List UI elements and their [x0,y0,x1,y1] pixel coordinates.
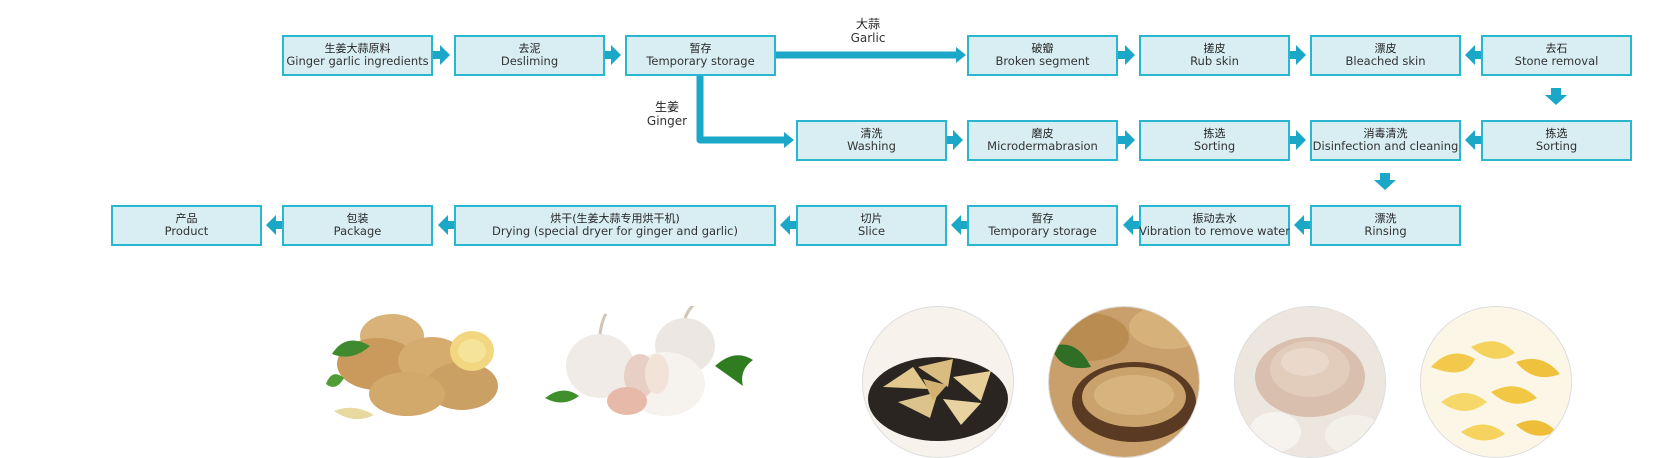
step-package: 包装 Package [282,205,433,246]
branch-label-garlic: 大蒜 Garlic [838,17,898,46]
step-slice: 切片 Slice [796,205,947,246]
step-vibration-en: Vibration to remove water [1139,224,1290,239]
dried-ginger-slices-photo [862,306,1014,458]
step-broken-segment-en: Broken segment [995,54,1090,69]
branch-ginger-en: Ginger [646,114,688,129]
step-bleached-skin: 漂皮 Bleached skin [1310,35,1461,76]
step-desliming: 去泥 Desliming [454,35,605,76]
step-storage-2-zh: 暂存 [1031,211,1054,225]
step-sorting-1-zh: 拣选 [1203,126,1226,140]
step-washing-en: Washing [847,139,896,154]
step-broken-segment-zh: 破瓣 [1031,41,1054,55]
ginger-powder-image [1049,307,1199,457]
arrow-package-product [266,215,283,235]
step-washing-zh: 清洗 [860,126,883,140]
step-sorting-1-en: Sorting [1193,139,1236,154]
dried-ginger-slices-image [863,307,1013,457]
step-bleached-skin-en: Bleached skin [1345,54,1426,69]
step-product-zh: 产品 [175,211,198,225]
ginger-branch-line [696,76,784,144]
step-stone-removal: 去石 Stone removal [1481,35,1632,76]
ginger-branch-arrowhead [784,132,794,148]
step-rub-skin-en: Rub skin [1190,54,1239,69]
step-storage-1: 暂存 Temporary storage [625,35,776,76]
step-disinfection: 消毒清洗 Disinfection and cleaning [1310,120,1461,161]
step-rinsing-zh: 漂洗 [1374,211,1397,225]
step-package-en: Package [333,224,382,239]
arrow-sorting-disinfection [1289,130,1306,150]
branch-garlic-en: Garlic [850,31,886,46]
step-storage-2-en: Temporary storage [988,224,1097,239]
ginger-root-photo [326,314,498,420]
step-sorting-2-en: Sorting [1535,139,1578,154]
arrow-rinsing-vibration [1294,215,1311,235]
step-rub-skin: 搓皮 Rub skin [1139,35,1290,76]
step-slice-zh: 切片 [860,211,883,225]
arrow-bleached-stoneremoval [1465,45,1482,65]
step-storage-1-zh: 暂存 [689,41,712,55]
step-disinfection-zh: 消毒清洗 [1363,126,1408,140]
garlic-powder-image [1235,307,1385,457]
step-storage-1-en: Temporary storage [646,54,755,69]
step-drying: 烘干(生姜大蒜专用烘干机) Drying (special dryer for … [454,205,776,246]
arrow-washing-microdermabrasion [946,130,963,150]
step-desliming-zh: 去泥 [518,41,541,55]
step-vibration-zh: 振动去水 [1192,211,1237,225]
step-storage-2: 暂存 Temporary storage [967,205,1118,246]
arrow-sorting2-disinfection [1465,130,1482,150]
arrow-ingredients-desliming [433,45,450,65]
step-bleached-skin-zh: 漂皮 [1374,41,1397,55]
arrow-rubskin-bleached [1289,45,1306,65]
step-disinfection-en: Disinfection and cleaning [1312,139,1459,154]
arrow-drying-package [438,215,455,235]
arrow-vibration-storage [1123,215,1140,235]
branch-ginger-zh: 生姜 [654,100,679,114]
step-package-zh: 包装 [346,211,369,225]
arrow-storage-slice [951,215,968,235]
step-rub-skin-zh: 搓皮 [1203,41,1226,55]
branch-label-ginger: 生姜 Ginger [640,100,694,129]
step-product-en: Product [164,224,209,239]
step-sorting-1: 拣选 Sorting [1139,120,1290,161]
ginger-powder-photo [1048,306,1200,458]
garlic-powder-photo [1234,306,1386,458]
step-drying-en: Drying (special dryer for ginger and gar… [492,224,738,239]
step-stone-removal-zh: 去石 [1545,41,1568,55]
arrow-brokensegment-rubskin [1118,45,1135,65]
garlic-flakes-photo [1420,306,1572,458]
step-rinsing: 漂洗 Rinsing [1310,205,1461,246]
arrow-microdermabrasion-sorting [1118,130,1135,150]
step-microdermabrasion-en: Microdermabrasion [987,139,1098,154]
step-stone-removal-en: Stone removal [1514,54,1599,69]
step-desliming-en: Desliming [500,54,559,69]
step-microdermabrasion-zh: 磨皮 [1031,126,1054,140]
step-product: 产品 Product [111,205,262,246]
step-sorting-2: 拣选 Sorting [1481,120,1632,161]
step-microdermabrasion: 磨皮 Microdermabrasion [967,120,1118,161]
arrow-stoneremoval-sorting [1545,88,1567,105]
step-ingredients: 生姜大蒜原料 Ginger garlic ingredients [282,35,433,76]
branch-garlic-zh: 大蒜 [855,17,880,31]
step-sorting-2-zh: 拣选 [1545,126,1568,140]
garlic-branch-arrowhead [956,47,966,63]
step-vibration: 振动去水 Vibration to remove water [1139,205,1290,246]
step-slice-en: Slice [857,224,886,239]
garlic-bulbs-photo [545,306,753,416]
garlic-flakes-image [1421,307,1571,457]
arrow-slice-drying [780,215,797,235]
flow-connectors [266,45,1567,235]
process-diagram: 生姜大蒜原料 Ginger garlic ingredients 去泥 Desl… [111,17,1632,458]
step-washing: 清洗 Washing [796,120,947,161]
arrow-disinfection-rinsing [1374,173,1396,190]
arrow-desliming-storage [604,45,621,65]
step-broken-segment: 破瓣 Broken segment [967,35,1118,76]
step-ingredients-zh: 生姜大蒜原料 [324,41,391,55]
step-drying-zh: 烘干(生姜大蒜专用烘干机) [550,211,680,225]
step-ingredients-en: Ginger garlic ingredients [286,54,429,69]
step-rinsing-en: Rinsing [1364,224,1407,239]
